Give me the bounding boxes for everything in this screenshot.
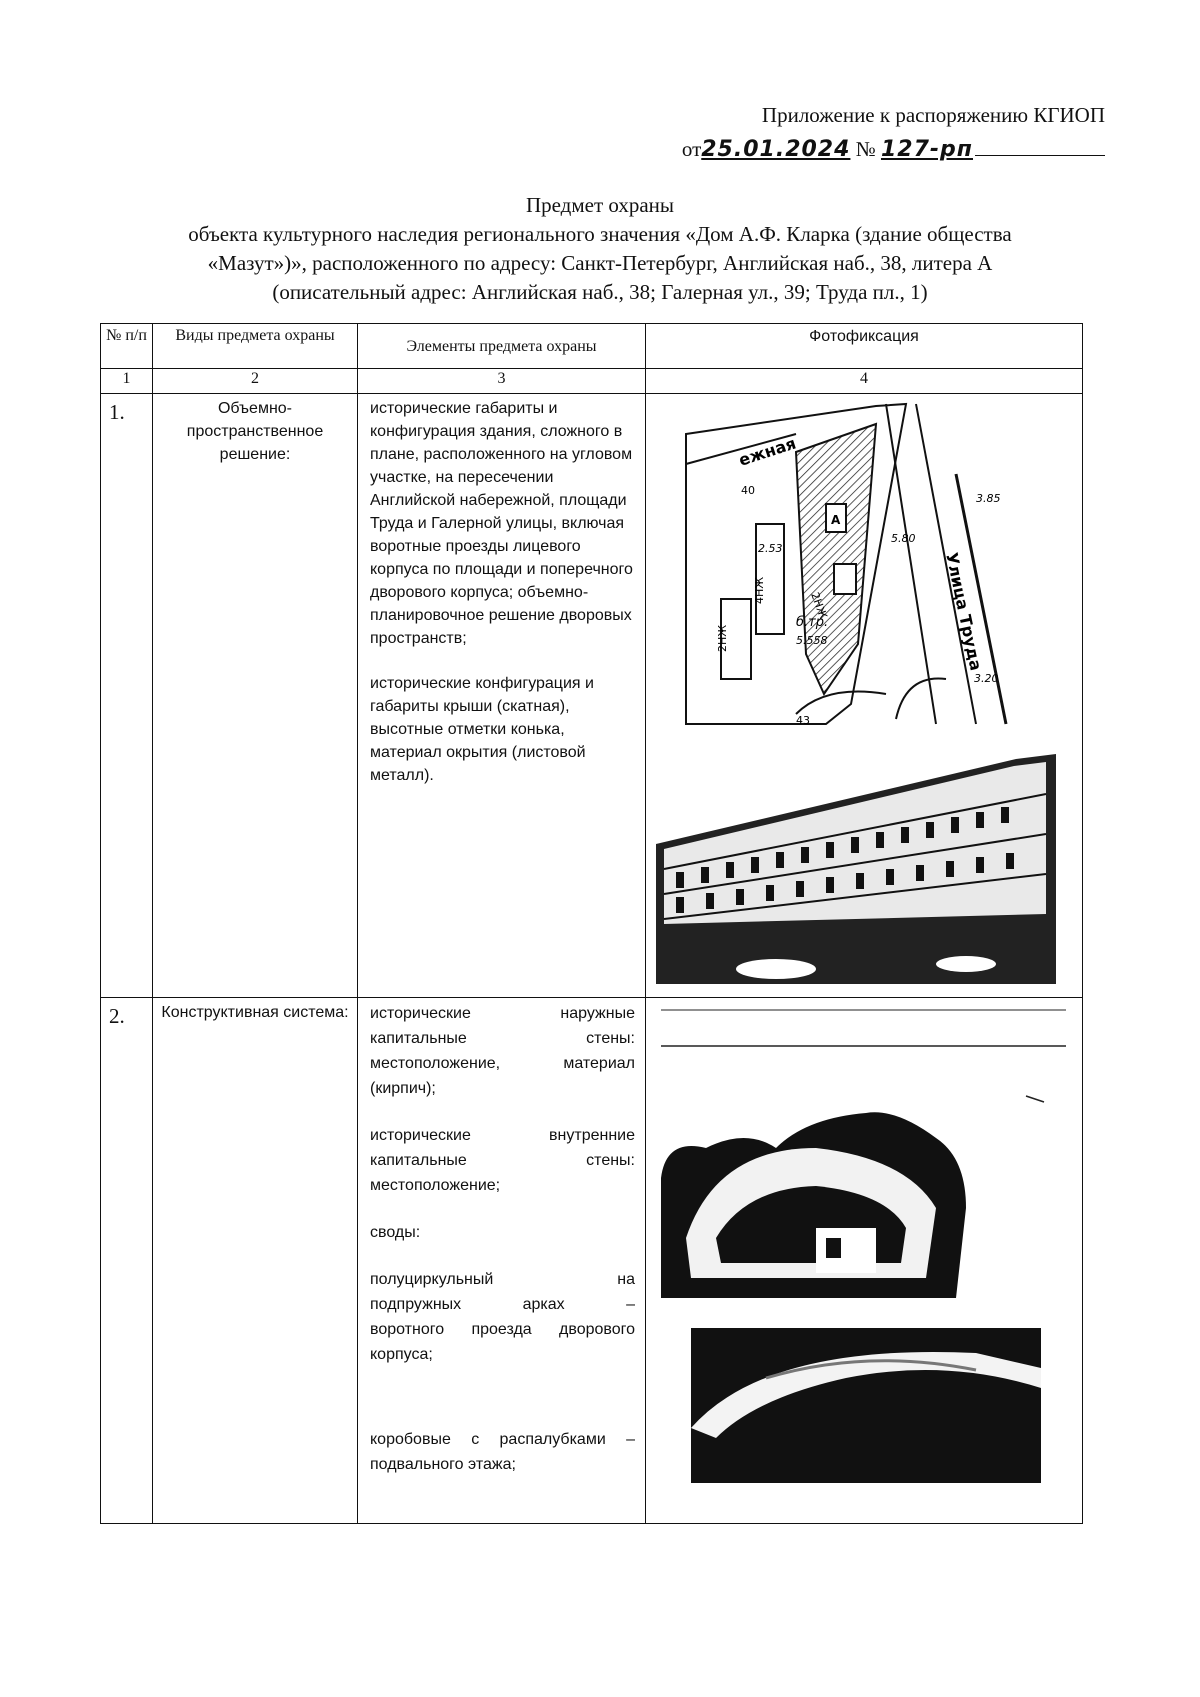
protection-kind: Конструктивная система: xyxy=(152,997,358,1524)
vault-photo xyxy=(691,1328,1041,1483)
map-label: 4НЖ xyxy=(753,577,766,604)
site-plan-image: ежная Улица Труда 3.85 5.80 3.20 2.53 5.… xyxy=(685,402,1056,729)
page-title: Предмет охраны xyxy=(525,193,675,217)
order-number: 127-рп xyxy=(880,137,973,162)
row-number: 1. xyxy=(100,393,153,998)
col-number: 4 xyxy=(645,368,1083,394)
element-line: капитальные стены: xyxy=(370,1152,635,1169)
element-line: местоположение, материал xyxy=(370,1055,635,1072)
protection-table: № п/п Виды предмета охраны Элементы пред… xyxy=(100,323,1083,1524)
map-label: б.тр. xyxy=(796,615,828,630)
element-line: подпружных арках – xyxy=(370,1296,635,1313)
photo-set xyxy=(661,1009,1066,1483)
map-label: 5.80 xyxy=(891,532,916,545)
appendix-title: Приложение к распоряжению КГИОП xyxy=(761,103,1105,127)
header-photo: Фотофиксация xyxy=(645,323,1083,369)
element-text: исторические конфигурация и габариты кры… xyxy=(370,675,594,784)
element-line: исторические наружные xyxy=(370,1005,635,1022)
map-label: 2.53 xyxy=(758,542,783,555)
signature-line xyxy=(975,154,1105,156)
header-kind: Виды предмета охраны xyxy=(152,323,358,369)
photo-cell xyxy=(645,997,1083,1524)
col-number: 1 xyxy=(100,368,153,394)
header-num: № п/п xyxy=(100,323,153,369)
order-date-line: от25.01.2024 № 127-рп xyxy=(682,137,1105,162)
facade-photo xyxy=(656,734,1066,984)
vault-photo xyxy=(661,1112,966,1298)
photo-set: ежная Улица Труда 3.85 5.80 3.20 2.53 5.… xyxy=(656,402,1066,984)
map-label: 2НЖ xyxy=(716,625,729,652)
map-label: 40 xyxy=(741,484,755,497)
map-label: 3.20 xyxy=(974,672,999,685)
element-line: полуциркульный на xyxy=(370,1271,635,1288)
col-number: 2 xyxy=(152,368,358,394)
order-date: 25.01.2024 xyxy=(701,137,851,162)
protection-kind: Объемно-пространственное решение: xyxy=(152,393,358,998)
element-line: коробовые с распалубками – xyxy=(370,1431,636,1448)
number-sign: № xyxy=(855,137,876,161)
element-line: местоположение; xyxy=(370,1177,501,1194)
map-label: 5.558 xyxy=(796,634,828,647)
element-line: корпуса; xyxy=(370,1346,433,1363)
map-label: 43 xyxy=(796,714,810,727)
map-label: 3.85 xyxy=(976,492,1001,505)
map-label: А xyxy=(831,513,841,527)
element-text: исторические габариты и конфигурация зда… xyxy=(370,400,633,647)
object-description: объекта культурного наследия регионально… xyxy=(188,222,1012,304)
photo-cell: ежная Улица Труда 3.85 5.80 3.20 2.53 5.… xyxy=(645,393,1083,998)
element-line: воротного проезда дворового xyxy=(370,1321,635,1338)
element-line: капитальные стены: xyxy=(370,1030,635,1047)
protection-elements: исторические наружные капитальные стены:… xyxy=(357,997,646,1524)
vaults-label: своды: xyxy=(370,1224,421,1241)
row-number: 2. xyxy=(100,997,153,1524)
header-elements: Элементы предмета охраны xyxy=(357,323,646,369)
element-line: (кирпич); xyxy=(370,1080,436,1097)
column-number-row: 1 2 3 4 xyxy=(100,368,1083,394)
table-row: 2. Конструктивная система: исторические … xyxy=(100,997,1083,1524)
protection-elements: исторические габариты и конфигурация зда… xyxy=(357,393,646,998)
table-row: 1. Объемно-пространственное решение: ист… xyxy=(100,393,1083,998)
col-number: 3 xyxy=(357,368,646,394)
element-line: подвального этажа; xyxy=(370,1456,516,1473)
element-line: исторические внутренние xyxy=(370,1127,635,1144)
table-header-row: № п/п Виды предмета охраны Элементы пред… xyxy=(100,323,1083,369)
date-prefix: от xyxy=(681,137,702,161)
